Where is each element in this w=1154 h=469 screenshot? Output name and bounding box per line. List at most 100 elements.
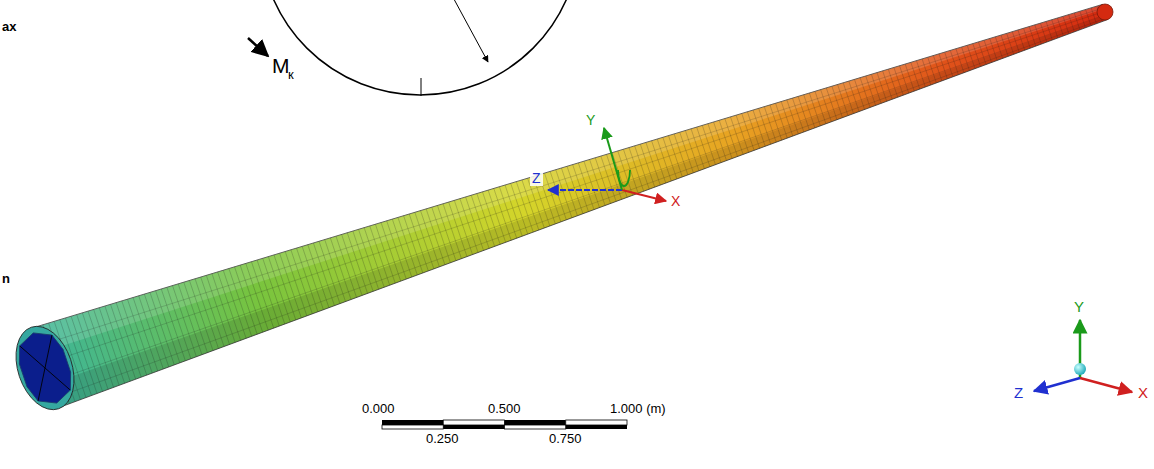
mesh-line xyxy=(111,304,136,379)
mesh-line xyxy=(263,258,285,324)
mesh-line xyxy=(392,219,411,277)
mesh-line xyxy=(178,284,202,355)
mesh-line xyxy=(291,250,312,314)
mesh-line xyxy=(212,274,235,343)
mesh-line xyxy=(195,279,218,349)
scale-value: 1.000 (m) xyxy=(610,402,666,417)
mesh-line xyxy=(235,267,258,334)
mesh-line xyxy=(578,163,594,210)
moment-subscript: к xyxy=(288,68,294,83)
mesh-line xyxy=(71,316,97,393)
facet-line xyxy=(44,11,1105,364)
mesh-line xyxy=(133,298,158,372)
mesh-line xyxy=(127,299,152,373)
mesh-line xyxy=(156,291,180,363)
mesh-line xyxy=(82,313,108,390)
legend-max-label: ax xyxy=(2,20,16,35)
mesh-line xyxy=(240,265,263,332)
mesh-line xyxy=(218,272,241,340)
mesh-line xyxy=(595,158,610,204)
scale-bar xyxy=(382,420,627,429)
axis-label: Z xyxy=(1014,384,1023,401)
mesh-line xyxy=(313,243,334,306)
mesh-line xyxy=(189,280,213,350)
mesh-line xyxy=(274,255,296,320)
scale-value: 0.250 xyxy=(426,432,459,447)
mesh-line xyxy=(375,224,395,283)
scale-value: 0.000 xyxy=(362,402,395,417)
mesh-line xyxy=(556,170,572,218)
mesh-line xyxy=(629,148,644,192)
axis-label: Y xyxy=(1074,298,1084,315)
mesh-line xyxy=(105,306,130,381)
mesh-line xyxy=(280,253,302,318)
facet-line xyxy=(55,18,1107,398)
mesh-line xyxy=(550,171,566,219)
mesh-line xyxy=(409,214,428,271)
mesh-line xyxy=(584,161,600,207)
mesh-line xyxy=(94,309,119,385)
mesh-line xyxy=(167,287,191,358)
mesh-line xyxy=(415,212,434,269)
end-cap xyxy=(6,319,84,418)
mesh-line xyxy=(302,246,323,309)
mesh-line xyxy=(404,216,423,273)
legend-min-label: n xyxy=(2,272,10,287)
mesh-line xyxy=(223,270,246,338)
mesh-line xyxy=(319,241,340,303)
axis-label: X xyxy=(1138,384,1148,401)
facet-line xyxy=(50,15,1106,382)
moment-symbol: M xyxy=(272,54,290,78)
mesh-line xyxy=(150,292,174,365)
axis-label: Y xyxy=(586,112,595,128)
mesh-line xyxy=(229,269,252,337)
mesh-line xyxy=(297,248,318,312)
mesh-line xyxy=(561,168,577,216)
axis-label: Z xyxy=(530,170,543,186)
mesh-line xyxy=(246,263,268,330)
mesh-line xyxy=(618,151,633,195)
mesh-line xyxy=(201,277,224,346)
mesh-line xyxy=(573,165,589,212)
mesh-line xyxy=(173,286,197,357)
mesh-line xyxy=(206,275,229,344)
mesh-line xyxy=(381,223,401,282)
mesh-line xyxy=(268,257,290,322)
rod-body xyxy=(32,4,1113,408)
mesh-line xyxy=(161,289,185,361)
mesh-line xyxy=(370,226,390,285)
mesh-line xyxy=(364,228,384,288)
mesh-line xyxy=(251,262,273,328)
mesh-line xyxy=(590,159,605,205)
mesh-line xyxy=(336,236,357,297)
mesh-line xyxy=(257,260,279,326)
mesh-line xyxy=(353,231,373,291)
corner-triad xyxy=(1034,320,1132,392)
mesh-line xyxy=(285,252,307,316)
mesh-line xyxy=(342,234,362,295)
mesh-line xyxy=(421,211,440,267)
mesh-line xyxy=(325,240,346,302)
mesh-line xyxy=(347,233,367,294)
mesh-line xyxy=(99,308,124,384)
mesh-line xyxy=(88,311,114,387)
mesh-line xyxy=(330,238,351,300)
center-triad xyxy=(548,128,666,201)
mesh-line xyxy=(122,301,147,375)
section-sketch xyxy=(248,0,580,96)
mesh-line xyxy=(116,303,141,378)
mesh-line xyxy=(184,282,208,352)
mesh-line xyxy=(387,221,407,279)
facet-line xyxy=(38,8,1104,346)
scale-value: 0.750 xyxy=(549,432,582,447)
mesh-line xyxy=(545,173,561,222)
mesh-line xyxy=(308,245,329,308)
mesh-line xyxy=(144,294,168,367)
axis-label: X xyxy=(671,193,680,209)
mesh-line xyxy=(359,229,379,289)
mesh-line xyxy=(77,315,103,392)
mesh-line xyxy=(139,296,164,369)
mesh-line xyxy=(398,217,417,275)
